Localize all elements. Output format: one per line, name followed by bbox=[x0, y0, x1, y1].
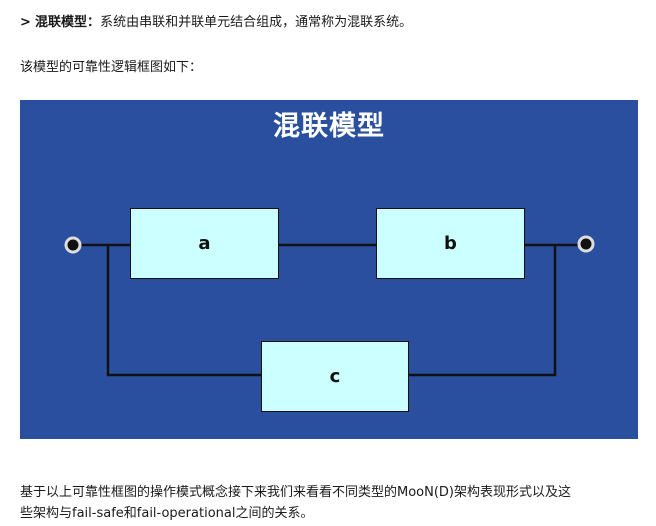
input-terminal bbox=[64, 236, 82, 254]
closing-line-1: 基于以上可靠性框图的操作模式概念接下来我们来看看不同类型的MooN(D)架构表现… bbox=[20, 485, 572, 500]
connector-branch-left bbox=[106, 245, 261, 377]
output-terminal bbox=[577, 235, 595, 253]
intro-line: > 混联模型：系统由串联和并联单元结合组成，通常称为混联系统。 bbox=[20, 14, 412, 32]
reliability-block-diagram: 混联模型 a b c bbox=[20, 100, 638, 439]
diagram-title: 混联模型 bbox=[273, 111, 385, 142]
connector-branch-right bbox=[409, 245, 557, 377]
closing-paragraph: 基于以上可靠性框图的操作模式概念接下来我们来看看不同类型的MooN(D)架构表现… bbox=[20, 482, 640, 524]
intro-term: 混联模型： bbox=[35, 15, 101, 30]
intro-definition: 系统由串联和并联单元结合组成，通常称为混联系统。 bbox=[100, 15, 413, 30]
closing-line-2: 些架构与fail-safe和fail-operational之间的关系。 bbox=[20, 506, 314, 521]
block-a: a bbox=[130, 208, 279, 279]
diagram-connections bbox=[64, 235, 595, 377]
intro-marker: > bbox=[20, 15, 31, 30]
block-c: c bbox=[261, 341, 409, 412]
block-b: b bbox=[376, 208, 525, 279]
lead-sentence: 该模型的可靠性逻辑框图如下： bbox=[20, 60, 203, 75]
